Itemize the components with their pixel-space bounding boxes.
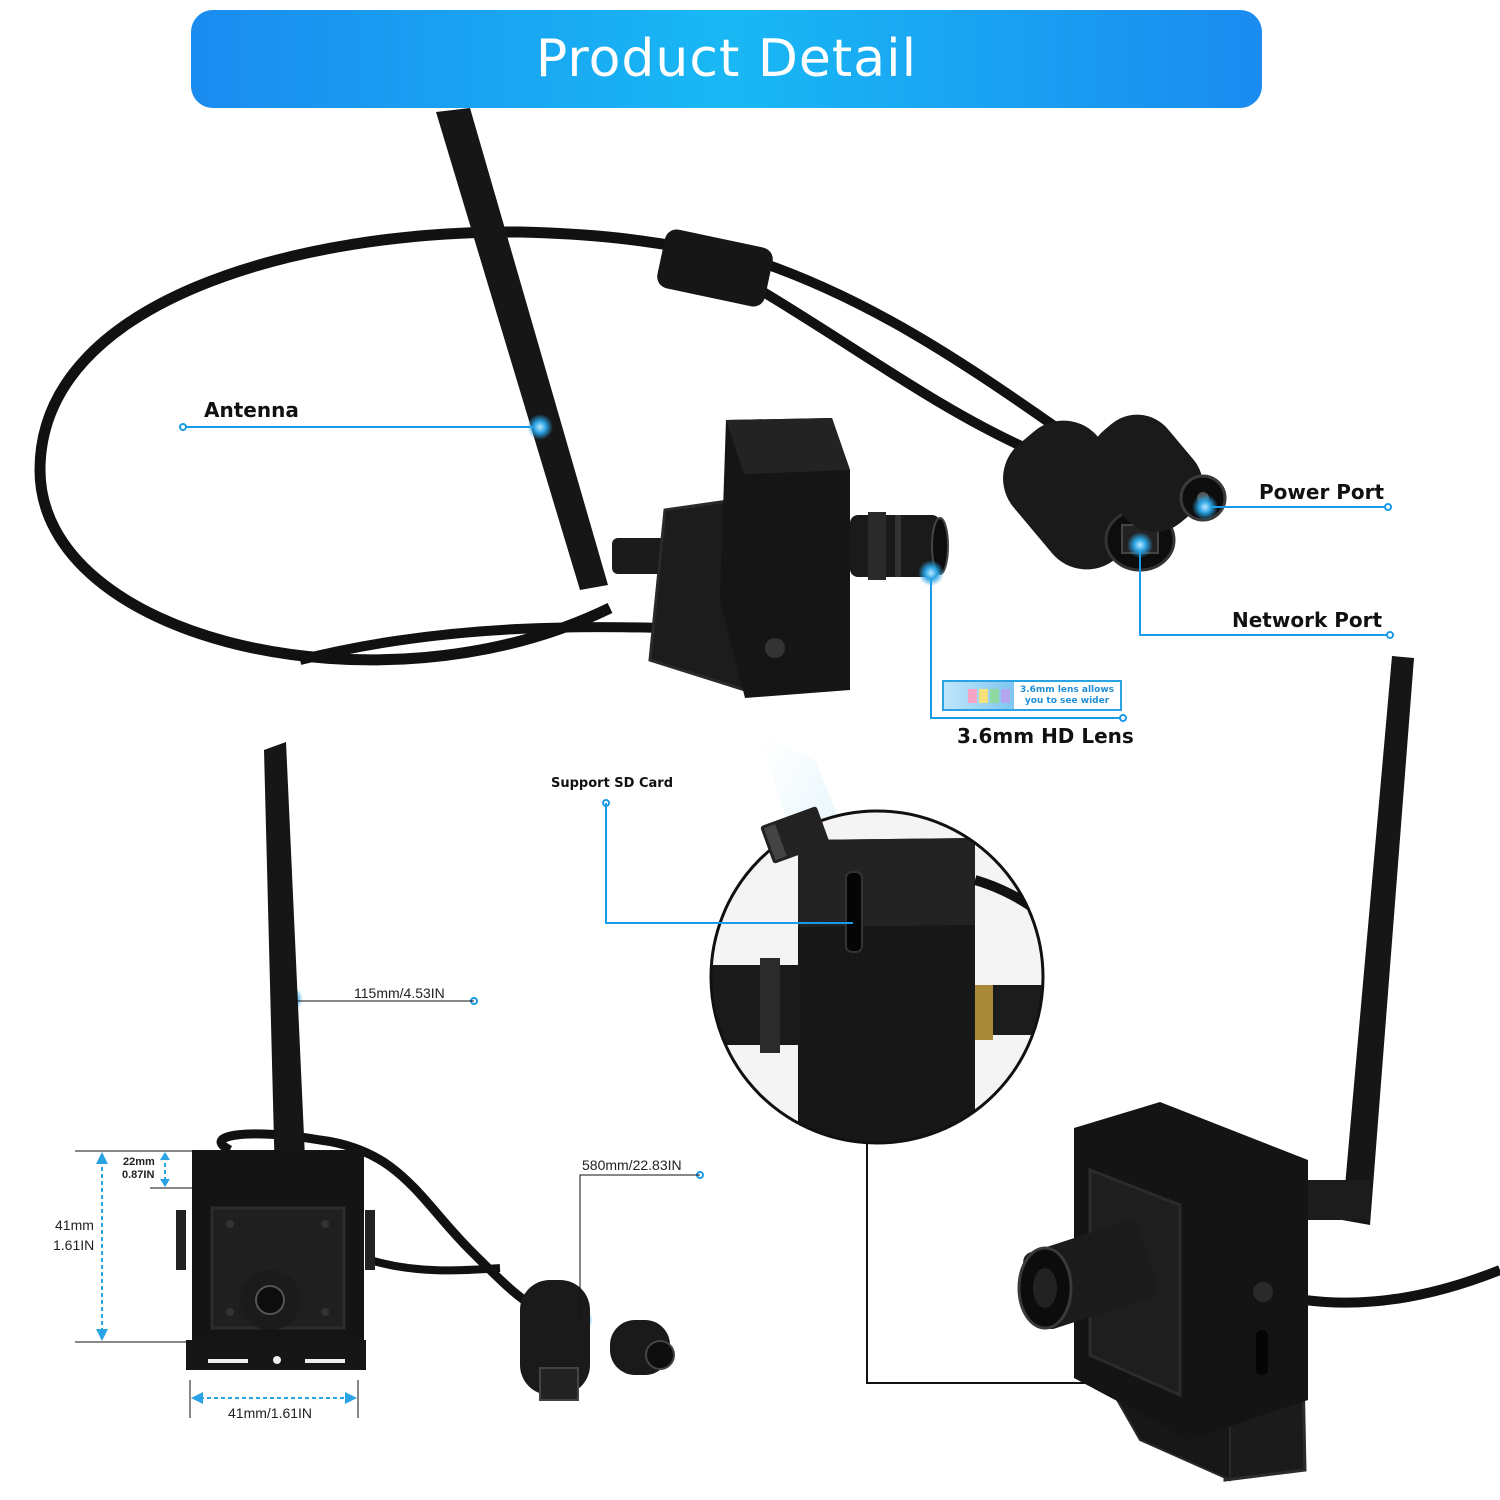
depth-in-label: 0.87IN <box>122 1169 155 1181</box>
top-callout-lines <box>183 426 1390 719</box>
rj45-connector-icon <box>520 1280 590 1395</box>
zoom-pointer-line <box>866 1143 1160 1384</box>
antenna-label: Antenna <box>204 398 299 422</box>
antenna-length-label: 115mm/4.53IN <box>354 985 445 1001</box>
sd-zoom-group <box>709 735 1045 1145</box>
cable-branch-2 <box>757 285 1033 455</box>
right-camera-group <box>1017 656 1500 1482</box>
width-label: 41mm/1.61IN <box>228 1405 313 1421</box>
top-camera-group <box>34 108 1227 698</box>
height-in-label: 1.61IN <box>53 1237 95 1253</box>
product-detail-banner: Product Detail <box>191 10 1262 108</box>
depth-mm-label: 22mm <box>123 1156 155 1168</box>
network-port-label: Network Port <box>1232 608 1383 632</box>
dimension-camera-group <box>176 742 675 1401</box>
antenna-icon <box>264 742 306 1180</box>
antenna-icon <box>1342 656 1414 1225</box>
banner-title: Product Detail <box>535 29 918 89</box>
sd-card-label: Support SD Card <box>551 776 674 791</box>
zoom-circle <box>709 809 1045 1145</box>
lens-badge-line2: you to see wider <box>1024 695 1110 706</box>
cable-length-label: 580mm/22.83IN <box>582 1157 682 1173</box>
height-mm-label: 41mm <box>55 1217 94 1233</box>
antenna-icon <box>436 108 608 590</box>
cable-splitter <box>657 229 773 307</box>
lens-feature-badge: 3.6mm lens allows you to see wider <box>942 680 1122 711</box>
dimension-callout-lines <box>290 1000 700 1320</box>
lens-badge-text: 3.6mm lens allows you to see wider <box>1014 685 1120 707</box>
dimension-arrows <box>101 1156 349 1399</box>
cable-branch-1 <box>758 257 1063 435</box>
cable-loop <box>34 226 701 666</box>
lens-label: 3.6mm HD Lens <box>957 724 1134 748</box>
dc-connector-icon <box>1089 414 1227 532</box>
power-port-label: Power Port <box>1259 480 1385 504</box>
camera-body-icon <box>720 418 850 698</box>
lens-icon <box>850 512 949 580</box>
dimension-reference-lines <box>75 1150 359 1418</box>
lens-icon <box>1017 1221 1157 1330</box>
sd-callout-line <box>605 803 853 924</box>
lens-view-graphic <box>944 682 1014 709</box>
dimension-arrowheads <box>96 1152 357 1404</box>
lens-badge-line1: 3.6mm lens allows <box>1019 684 1115 695</box>
sd-card-icon <box>760 806 830 864</box>
